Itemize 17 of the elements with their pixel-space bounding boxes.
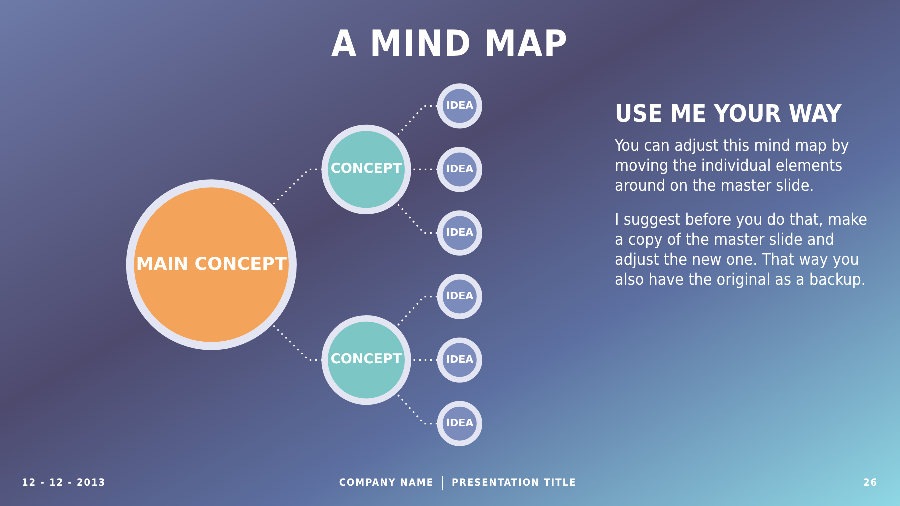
node-circle: IDEA bbox=[437, 338, 482, 383]
node-circle: CONCEPT bbox=[322, 315, 412, 406]
slide-title: A MIND MAP bbox=[330, 24, 570, 65]
node-circle: IDEA bbox=[437, 147, 482, 192]
node-circle: CONCEPT bbox=[322, 124, 412, 215]
node-circle: IDEA bbox=[437, 210, 482, 256]
node-circle: IDEA bbox=[437, 401, 482, 446]
footer-text: COMPANY NAME bbox=[339, 478, 434, 489]
node-circle: MAIN CONCEPT bbox=[126, 180, 297, 350]
node-circle: IDEA bbox=[437, 84, 482, 129]
node-circle: IDEA bbox=[437, 274, 482, 320]
body-paragraph: I suggest before you do that, make a copy of the master slide and adjust the new one. That way you also have the original as a backup. bbox=[615, 210, 869, 290]
date-text: 12 - 12 - 2013 bbox=[22, 478, 106, 489]
body-paragraph: You can adjust this mind map by moving the individual elements around on the master slide. bbox=[615, 136, 850, 196]
footer-text: PRESENTATION TITLE bbox=[452, 478, 577, 489]
section-heading: USE ME YOUR WAY bbox=[615, 100, 843, 128]
page-number: 26 bbox=[863, 478, 878, 489]
